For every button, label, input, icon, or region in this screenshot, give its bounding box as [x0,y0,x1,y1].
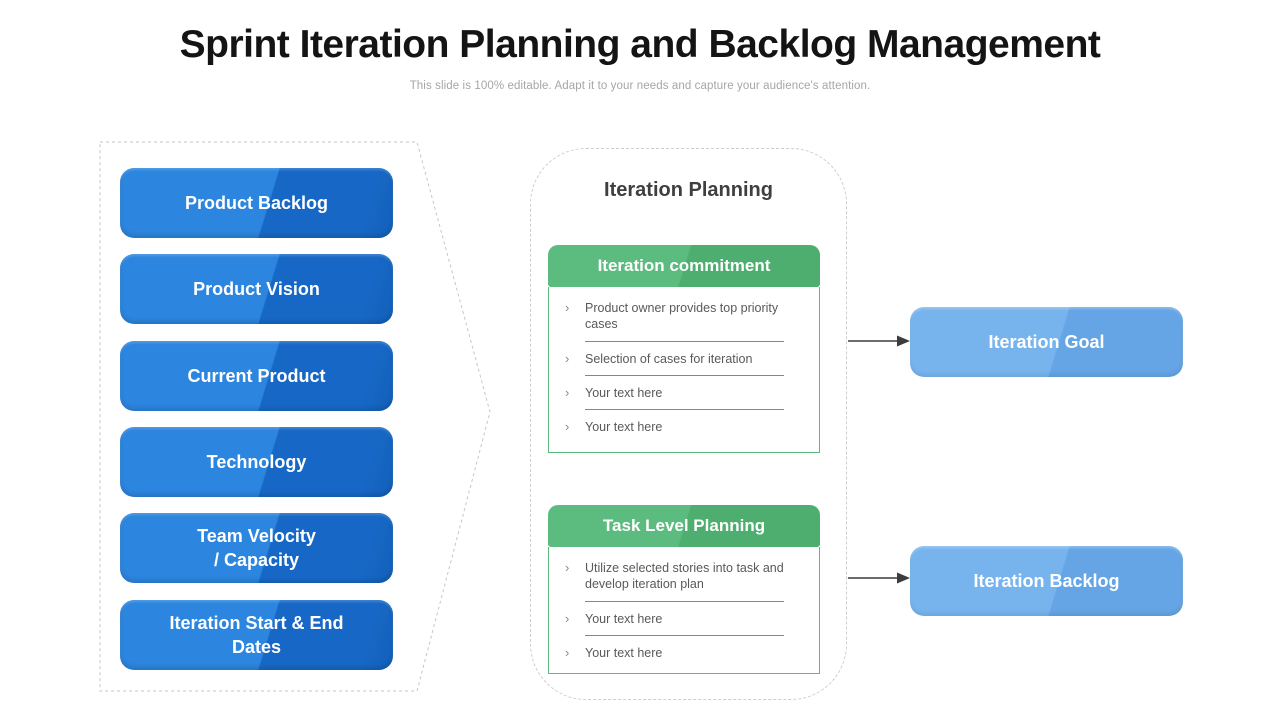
chevron-bullet-icon: › [565,350,570,366]
list-item-text: Product owner provides top priority case… [585,300,784,342]
chevron-bullet-icon: › [565,300,570,315]
slide-header: Sprint Iteration Planning and Backlog Ma… [0,23,1280,92]
input-item-product-vision: Product Vision [120,254,393,324]
section-body: › Utilize selected stories into task and… [548,547,820,674]
arrowhead-icon [897,335,910,347]
section-task-level-planning: Task Level Planning › Utilize selected s… [548,505,820,674]
section-body: › Product owner provides top priority ca… [548,287,820,453]
chevron-bullet-icon: › [565,644,570,660]
iteration-planning-panel: Iteration Planning Iteration commitment … [530,148,847,700]
arrow-to-iteration-goal [848,335,910,347]
slide-title: Sprint Iteration Planning and Backlog Ma… [179,23,1101,66]
section-header: Task Level Planning [548,505,820,547]
chevron-bullet-icon: › [565,610,570,626]
list-item-text: Your text here [585,420,663,434]
list-item: › Utilize selected stories into task and… [549,560,819,602]
input-item-technology: Technology [120,427,393,497]
input-item-current-product: Current Product [120,341,393,411]
chevron-bullet-icon: › [565,560,570,575]
list-item-text: Selection of cases for iteration [585,351,784,376]
input-item-product-backlog: Product Backlog [120,168,393,238]
list-item: › Your text here [549,385,819,410]
chevron-bullet-icon: › [565,384,570,400]
chevron-bullet-icon: › [565,419,570,434]
list-item-text: Your text here [585,611,784,636]
arrowhead-icon [897,572,910,584]
output-iteration-goal: Iteration Goal [910,307,1183,377]
list-item: › Product owner provides top priority ca… [549,300,819,342]
input-item-iteration-start-end: Iteration Start & End Dates [120,600,393,670]
output-iteration-backlog: Iteration Backlog [910,546,1183,616]
list-item: › Your text here [549,419,819,437]
iteration-planning-title: Iteration Planning [604,179,773,201]
section-header: Iteration commitment [548,245,820,287]
list-item-text: Utilize selected stories into task and d… [585,560,784,602]
slide-subtitle: This slide is 100% editable. Adapt it to… [409,79,871,92]
list-item: › Your text here [549,611,819,636]
section-iteration-commitment: Iteration commitment › Product owner pro… [548,245,820,453]
list-item-text: Your text here [585,385,784,410]
list-item: › Your text here [549,645,819,663]
list-item-text: Your text here [585,645,663,660]
list-item: › Selection of cases for iteration [549,351,819,376]
input-item-team-velocity: Team Velocity / Capacity [120,513,393,583]
arrow-to-iteration-backlog [848,572,910,584]
